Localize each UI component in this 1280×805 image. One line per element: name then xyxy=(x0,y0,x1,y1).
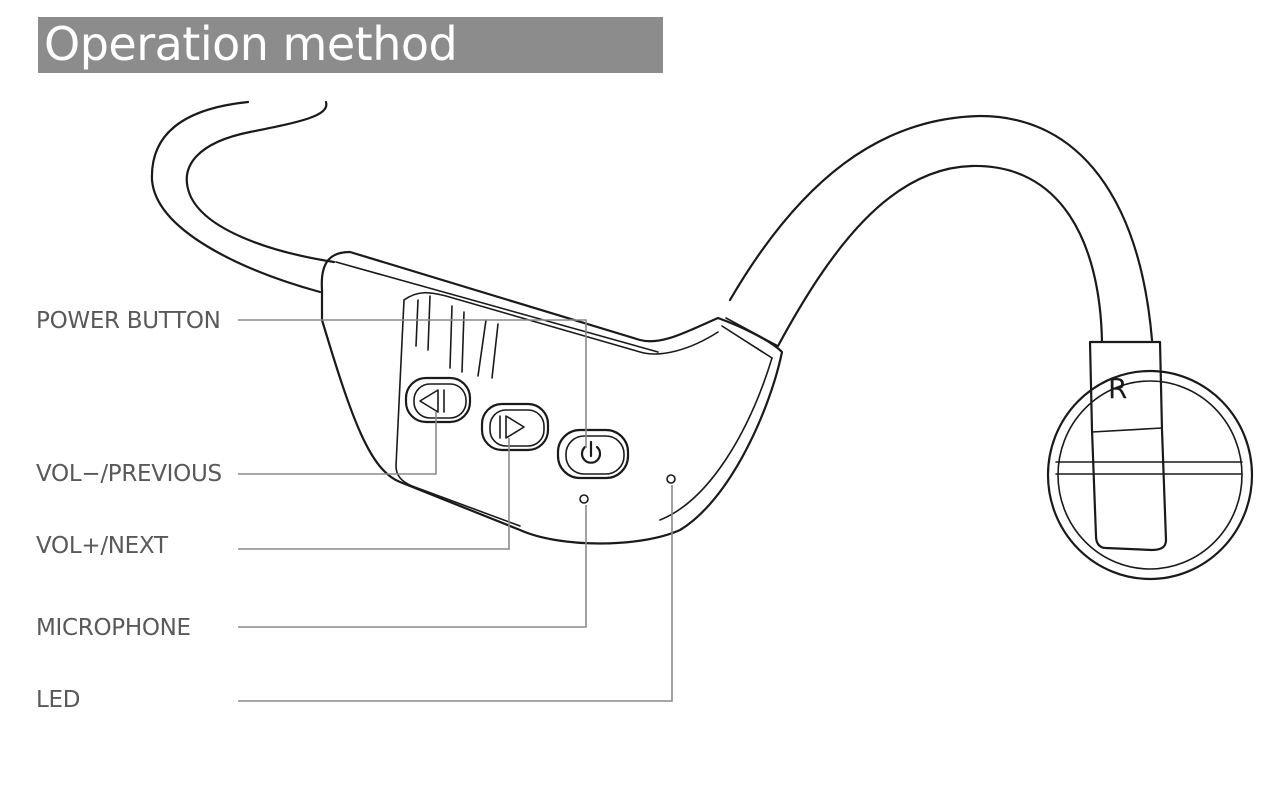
microphone-label: MICROPHONE xyxy=(36,615,191,641)
title-bar: Operation method xyxy=(38,17,663,73)
microphone-hole xyxy=(579,494,589,504)
led-leader xyxy=(238,485,673,702)
previous-triangle-icon xyxy=(419,389,445,413)
earpiece-stem xyxy=(1088,340,1168,552)
power-icon xyxy=(580,440,602,464)
vol-minus-previous-leader xyxy=(238,412,437,475)
control-module-top-edge xyxy=(335,261,659,353)
earpiece-stem-band xyxy=(1091,427,1163,433)
neckband-right-inner xyxy=(776,164,1104,348)
neckband-left-outer xyxy=(150,100,322,294)
vol-plus-next-leader xyxy=(238,438,510,550)
earpiece-pad-outer xyxy=(1046,369,1254,581)
control-module-panel xyxy=(403,291,719,355)
vol-plus-next-label: VOL+/NEXT xyxy=(36,533,168,559)
control-module-right-contour xyxy=(659,357,773,521)
earpiece-side-marker: R xyxy=(1108,372,1127,405)
power-button-leader xyxy=(238,319,587,448)
vol-plus-next-button[interactable] xyxy=(480,402,550,452)
power-button-label: POWER BUTTON xyxy=(36,308,221,334)
earpiece-pad-inner xyxy=(1057,380,1243,570)
led-label: LED xyxy=(36,687,81,713)
neckband-left-inner xyxy=(185,100,336,264)
control-module-front-face xyxy=(395,299,521,527)
control-module-grip-lines xyxy=(415,295,499,379)
neckband-joint xyxy=(721,317,779,359)
power-button[interactable] xyxy=(556,428,630,480)
page-title: Operation method xyxy=(44,17,458,71)
next-triangle-icon xyxy=(499,415,525,439)
vol-minus-previous-button[interactable] xyxy=(404,376,472,424)
vol-minus-previous-label: VOL−/PREVIOUS xyxy=(36,461,222,487)
control-module-body xyxy=(320,250,784,545)
microphone-leader xyxy=(238,505,587,628)
led-indicator xyxy=(666,474,676,484)
neckband-right-outer xyxy=(728,114,1154,342)
earpiece-pad-crossbar xyxy=(1055,461,1243,475)
